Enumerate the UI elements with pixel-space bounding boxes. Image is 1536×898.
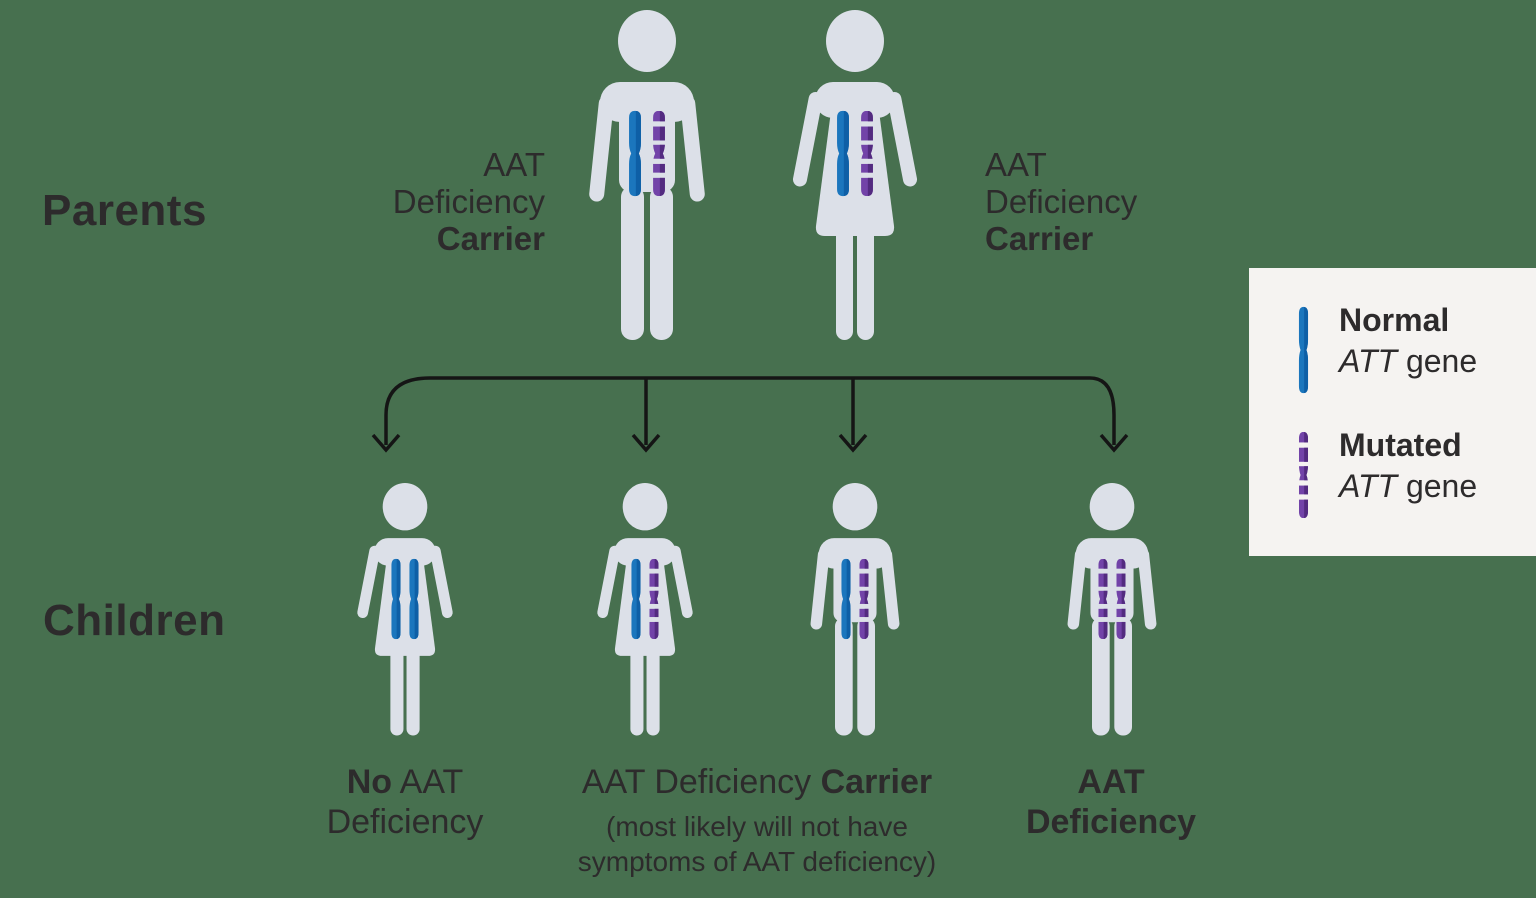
children-row-label: Children [43,596,226,645]
caption-note: (most likely will not have symptoms of A… [577,811,937,877]
chromosome-mutated-icon [1098,558,1108,640]
arrow-lines [371,376,1129,453]
arrowhead-icon [1099,433,1129,453]
child-figure-3 [805,483,905,737]
caption-line: AAT Deficiency Carrier [581,763,933,801]
chromosome-normal-icon [409,558,419,640]
arrowhead-icon [631,433,661,453]
caption-aat-deficiency-carrier: AAT Deficiency Carrier (most likely will… [578,762,936,879]
label-line: Deficiency [392,183,545,220]
gene-legend: Normal ATT gene Mutated ATT gene [1249,268,1536,556]
child-figure-1 [355,483,455,737]
legend-item-text: Normal ATT gene [1339,302,1478,379]
chromosome-mutated-icon [861,110,873,197]
label-line: Carrier [985,220,1094,257]
label-line: AAT [985,146,1047,183]
chromosome-normal-icon [1298,306,1309,394]
legend-item-mutated: Mutated ATT gene [1297,427,1477,524]
father-carrier-label: AAT Deficiency Carrier [393,146,545,257]
chromosome-pair [390,558,421,640]
label-line: AAT [483,146,545,183]
chromosome-pair [835,110,876,197]
person-female-silhouette-icon [597,483,693,736]
caption-no-aat-deficiency: No AAT Deficiency [327,762,484,842]
parent-figure-mother [790,10,920,342]
chromosome-normal-icon [629,110,641,197]
chromosome-mutated-icon [1116,558,1126,640]
caption-aat-deficiency: AAT Deficiency [1026,762,1196,842]
caption-line: No AAT [346,763,464,801]
chromosome-mutated-icon [1298,431,1309,519]
legend-item-normal: Normal ATT gene [1297,302,1477,399]
chromosome-normal-icon [837,110,849,197]
caption-line: AAT [1077,763,1145,801]
parents-row-label: Parents [42,186,207,235]
chromosome-mutated-icon [1297,431,1310,524]
arrow-left-curve [384,376,431,445]
chromosome-pair [1097,558,1128,640]
chromosome-mutated-icon [653,110,665,197]
child-figure-2 [595,483,695,737]
chromosome-normal-icon [841,558,851,640]
caption-line: Deficiency [1025,803,1197,841]
arrowhead-icon [838,433,868,453]
label-line: Deficiency [985,183,1138,220]
chromosome-pair [630,558,661,640]
parent-figure-father [582,10,712,342]
chromosome-normal-icon [391,558,401,640]
chromosome-mutated-icon [649,558,659,640]
child-figure-4 [1062,483,1162,737]
arrowhead-icon [371,433,401,453]
chromosome-mutated-icon [859,558,869,640]
arrow-right-curve [1089,376,1116,445]
mother-carrier-label: AAT Deficiency Carrier [985,146,1137,257]
inheritance-arrows [371,376,1129,453]
person-female-silhouette-icon [792,10,918,340]
chromosome-pair [627,110,668,197]
person-female-silhouette-icon [357,483,453,736]
legend-item-text: Mutated ATT gene [1339,427,1478,504]
chromosome-pair [840,558,871,640]
label-line: Carrier [436,220,545,257]
caption-line: Deficiency [326,803,484,841]
chromosome-normal-icon [1297,306,1310,399]
chromosome-normal-icon [631,558,641,640]
